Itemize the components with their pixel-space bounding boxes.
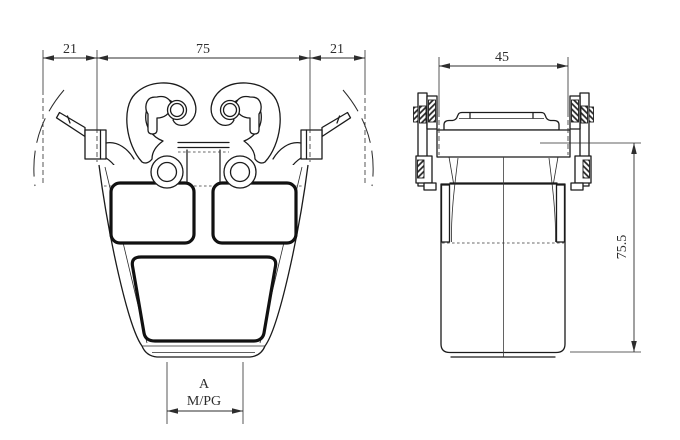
dim-label-45: 45 — [495, 50, 509, 65]
front-view — [33, 82, 374, 358]
dim-label-75: 75 — [196, 42, 210, 57]
cable-housing — [440, 157, 566, 358]
insert-frame-left — [109, 181, 196, 245]
hood-opening-seal — [130, 255, 278, 343]
hood-top-block — [436, 129, 571, 158]
cable-entry-label: A — [199, 377, 210, 392]
dim-label-75-5: 75.5 — [615, 235, 630, 260]
dim-label-21-left: 21 — [63, 42, 77, 57]
lever-rail-left — [440, 184, 451, 243]
dimensions: 21 75 21 A M/PG 45 75.5 — [42, 42, 641, 424]
cover-cap — [443, 111, 560, 131]
cable-entry-thread-label: M/PG — [187, 394, 221, 409]
insert-frame-right — [211, 181, 298, 245]
lever-rail-right — [555, 184, 566, 243]
side-view — [412, 92, 595, 358]
cable-housing-outline — [440, 183, 566, 354]
dim-label-21-right: 21 — [330, 42, 344, 57]
